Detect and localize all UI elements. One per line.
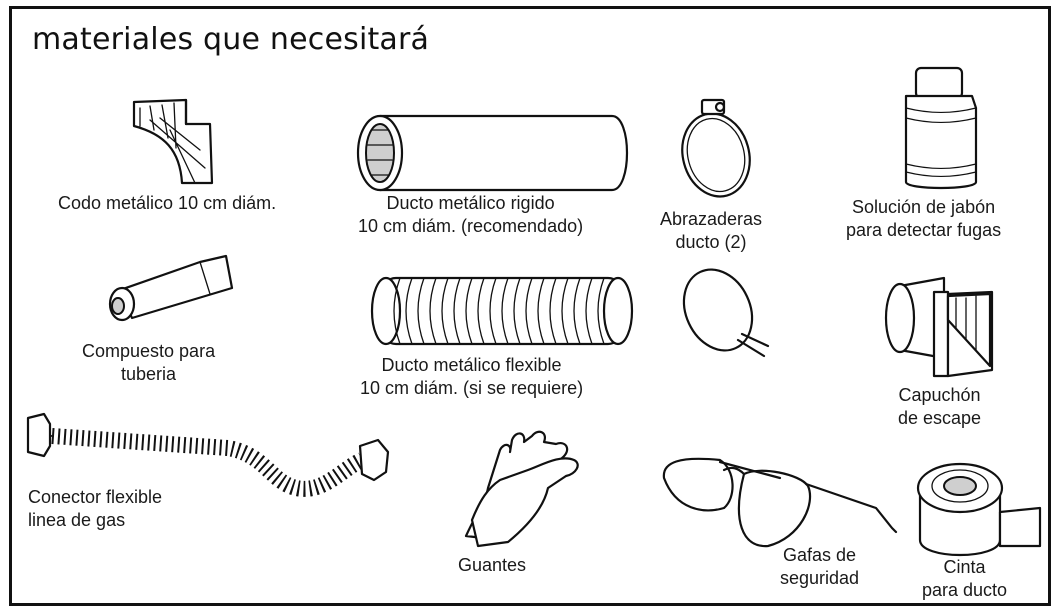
gas-connector-icon — [26, 412, 390, 497]
label-flexible-duct: Ducto metálico flexible 10 cm diám. (si … — [360, 355, 584, 398]
label-rigid-duct: Ducto metálico rigido 10 cm diám. (recom… — [358, 193, 584, 236]
page-title: materiales que necesitará — [32, 22, 430, 57]
soap-bottle-icon — [904, 66, 978, 190]
duct-clamp-icon — [681, 98, 751, 198]
label-gas-connector: Conector flexible linea de gas — [28, 487, 163, 530]
wire-clamp-icon — [682, 268, 770, 358]
label-soap-solution: Solución de jabón para detectar fugas — [846, 197, 1002, 240]
rigid-duct-icon — [356, 114, 628, 192]
exhaust-hood-icon — [884, 276, 994, 378]
label-gloves: Guantes — [458, 555, 527, 575]
label-duct-tape: Cinta para ducto — [922, 557, 1008, 600]
safety-glasses-icon — [662, 457, 898, 548]
pipe-compound-tube-icon — [108, 254, 234, 322]
duct-tape-icon — [916, 462, 1042, 556]
label-safety-glasses: Gafas de seguridad — [780, 545, 860, 588]
label-pipe-compound: Compuesto para tuberia — [82, 341, 216, 384]
label-elbow-duct: Codo metálico 10 cm diám. — [58, 193, 277, 213]
flexible-duct-icon — [370, 276, 634, 346]
gloves-icon — [464, 430, 579, 548]
label-clamps: Abrazaderas ducto (2) — [660, 209, 763, 252]
elbow-duct-icon — [132, 98, 214, 185]
label-exhaust-hood: Capuchón de escape — [898, 385, 982, 428]
